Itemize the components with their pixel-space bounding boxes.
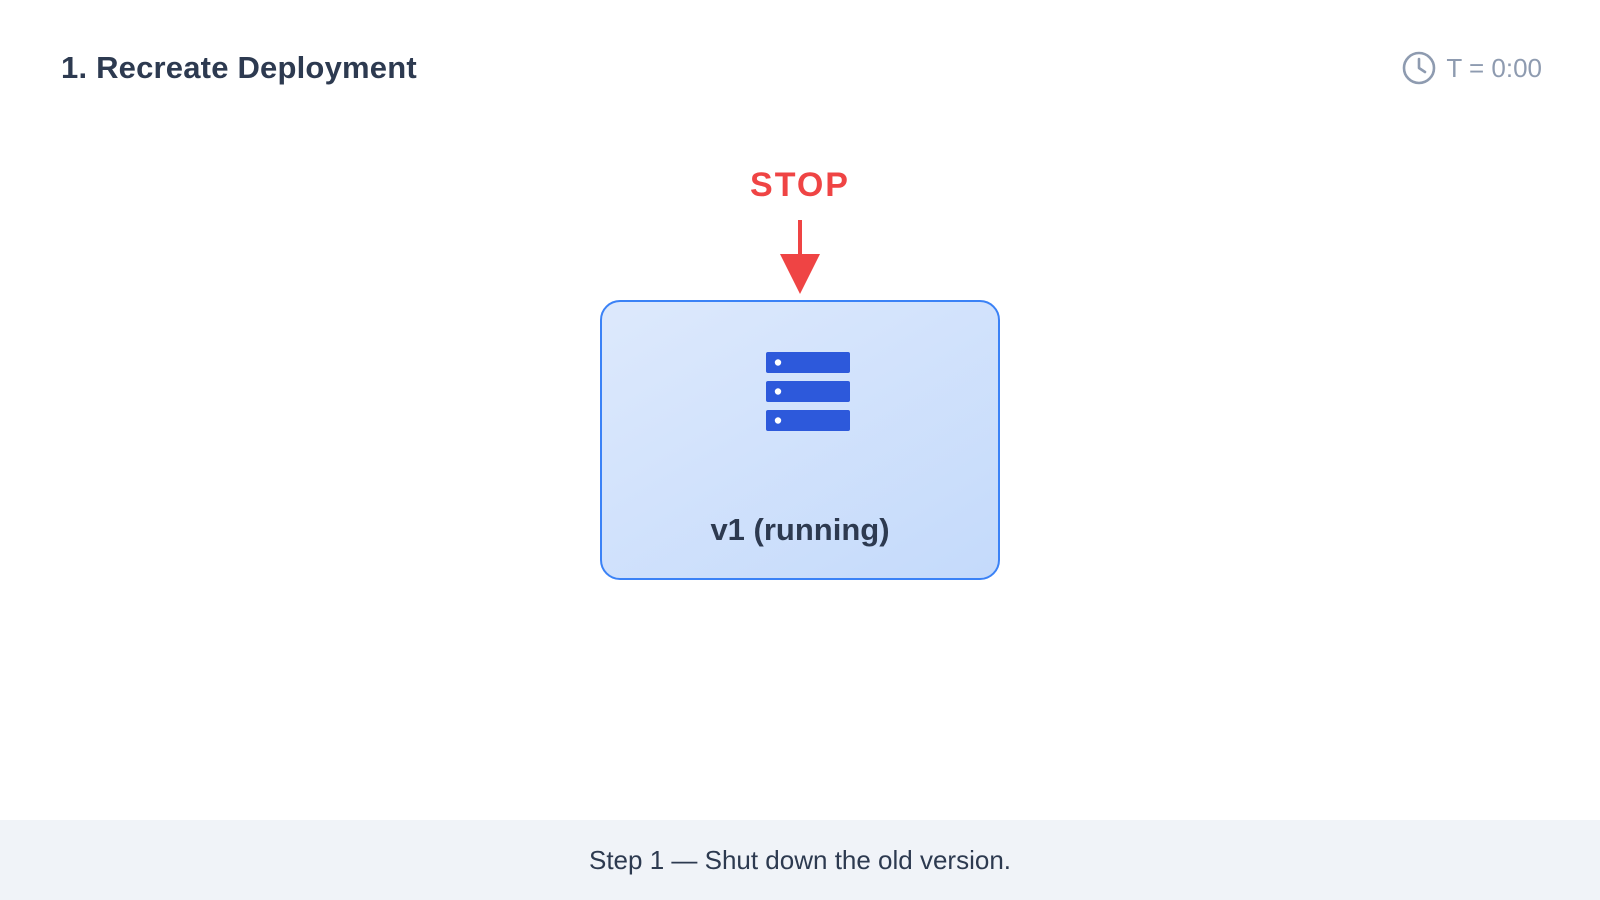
- step-caption: Step 1 — Shut down the old version.: [588, 844, 1012, 875]
- step-caption-bar: Step 1 — Shut down the old version.: [0, 820, 1600, 900]
- stop-arrow-icon: [780, 220, 820, 301]
- stop-label: STOP: [750, 166, 850, 204]
- clock-icon: [1402, 51, 1436, 85]
- server-v1-box: v1 (running): [600, 300, 1000, 580]
- server-label: v1 (running): [710, 512, 890, 547]
- timer-label: T = 0:00: [1446, 52, 1542, 83]
- timer: T = 0:00: [1402, 51, 1542, 85]
- page-title: 1. Recreate Deployment: [61, 50, 417, 85]
- server-icon: [766, 352, 850, 437]
